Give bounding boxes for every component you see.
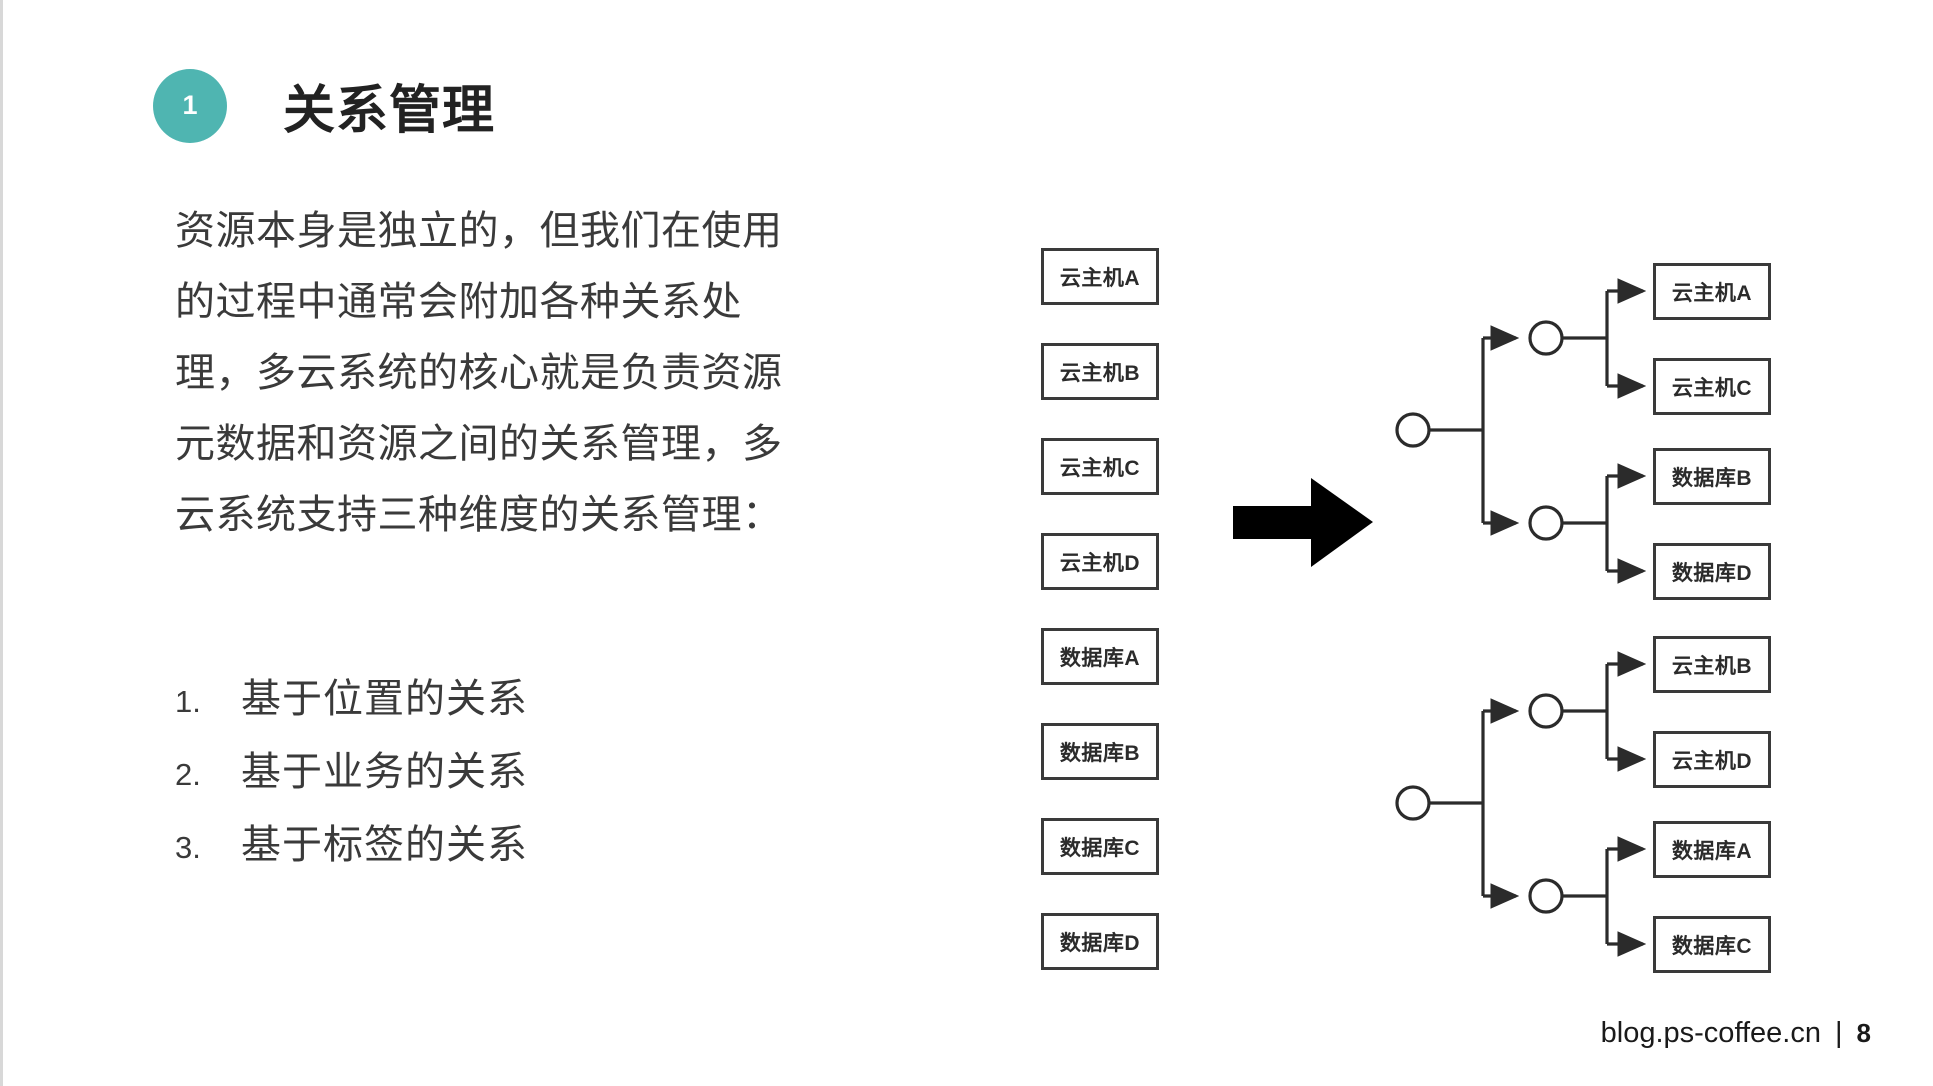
tree-leaf-box: 数据库B — [1653, 448, 1771, 505]
list-item-label: 基于标签的关系 — [241, 823, 528, 867]
relationship-diagram: 云主机A 云主机B 云主机C 云主机D 数据库A 数据库B 数据库C 数据库D — [1003, 230, 1833, 1005]
list-item-number: 3. — [175, 830, 201, 865]
tree-leaf-box: 数据库C — [1653, 916, 1771, 973]
flat-resource-box: 云主机A — [1041, 248, 1159, 305]
list-item-label: 基于位置的关系 — [241, 677, 528, 721]
flat-resource-box: 云主机C — [1041, 438, 1159, 495]
tree-leaf-box: 云主机C — [1653, 358, 1771, 415]
list-item-label: 基于业务的关系 — [241, 750, 528, 794]
list-item-number: 2. — [175, 757, 201, 792]
page-title: 关系管理 — [283, 82, 496, 140]
footer-site-label: blog.ps-coffee.cn — [1600, 1017, 1821, 1049]
section-number-badge: 1 — [153, 68, 227, 143]
tree-leaf-box: 云主机A — [1653, 263, 1771, 320]
page-number: 8 — [1856, 1018, 1871, 1048]
slide-footer: blog.ps-coffee.cn | 8 — [1601, 1017, 1871, 1050]
footer-separator: | — [1834, 1017, 1843, 1049]
right-arrow-icon — [1233, 478, 1373, 567]
tree-leaf-box: 数据库A — [1653, 821, 1771, 878]
tree-leaf-box: 云主机B — [1653, 636, 1771, 693]
flat-resource-box: 数据库C — [1041, 818, 1159, 875]
list-item: 3. 基于标签的关系 — [175, 810, 815, 883]
flat-resource-box: 云主机B — [1041, 343, 1159, 400]
flat-resource-box: 数据库B — [1041, 723, 1159, 780]
tree-leaf-box: 数据库D — [1653, 543, 1771, 600]
slide-header: 1 关系管理 — [153, 68, 495, 143]
list-item-number: 1. — [175, 684, 201, 719]
body-paragraph: 资源本身是独立的，但我们在使用的过程中通常会附加各种关系处理，多云系统的核心就是… — [175, 209, 783, 537]
list-item: 2. 基于业务的关系 — [175, 737, 815, 810]
list-item: 1. 基于位置的关系 — [175, 664, 815, 737]
flat-resource-box: 云主机D — [1041, 533, 1159, 590]
flat-resource-box: 数据库D — [1041, 913, 1159, 970]
tree-leaf-box: 云主机D — [1653, 731, 1771, 788]
flat-resource-box: 数据库A — [1041, 628, 1159, 685]
relationship-dimension-list: 1. 基于位置的关系 2. 基于业务的关系 3. 基于标签的关系 — [175, 664, 815, 883]
section-number-label: 1 — [182, 90, 198, 120]
